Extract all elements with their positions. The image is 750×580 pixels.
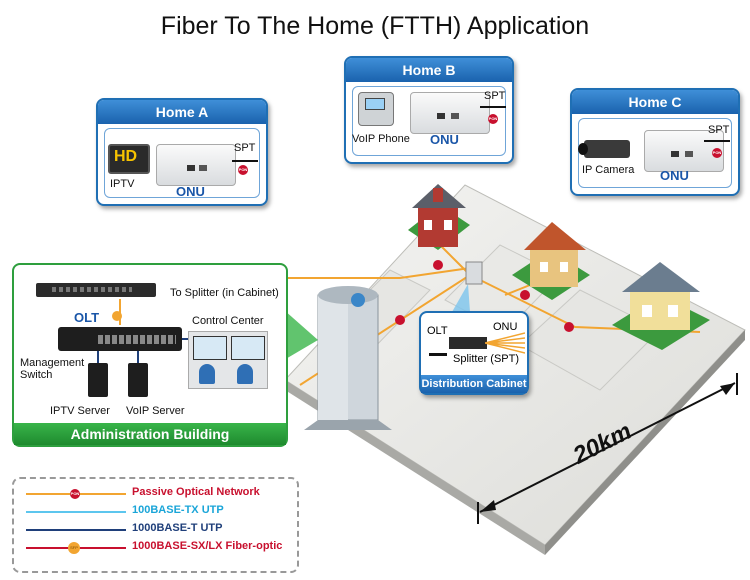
pon-icon: PON <box>238 165 248 175</box>
house-home-a <box>408 184 470 250</box>
zoom-wedge <box>284 310 318 360</box>
onu-label: ONU <box>430 132 459 147</box>
admin-connections <box>97 299 188 363</box>
control-center-label: Control Center <box>192 315 264 327</box>
ground-side-right <box>545 330 745 555</box>
legend-label: 100BASE-TX UTP <box>132 504 224 516</box>
pon-icon: PON <box>488 114 498 124</box>
splitter-label: Splitter (SPT) <box>453 353 520 365</box>
legend-label: 1000BASE-T UTP <box>132 522 223 534</box>
legend-label: Passive Optical Network <box>132 486 260 498</box>
olt-device <box>36 283 156 297</box>
pon-marker <box>395 315 405 325</box>
spt-arrow-icon <box>704 140 730 142</box>
iptv-server-label: IPTV Server <box>50 405 110 417</box>
management-switch-device <box>58 327 182 351</box>
pon-icon: PON <box>70 489 80 499</box>
ip-camera-label: IP Camera <box>582 164 635 176</box>
legend-swatch <box>26 511 126 513</box>
home-a-title: Home A <box>98 100 266 124</box>
voip-phone-label: VoIP Phone <box>352 133 410 145</box>
pon-marker <box>520 290 530 300</box>
control-center-image <box>188 331 268 389</box>
cabinet-on-map <box>465 261 483 285</box>
pon-line-home-b <box>504 284 531 296</box>
home-b-panel: Home B VoIP Phone ONU SPT PON <box>344 56 514 164</box>
sfp-icon: SFP <box>68 542 80 554</box>
onu-label: ONU <box>176 184 205 199</box>
administration-building-panel: OLT To Splitter (in Cabinet) Management … <box>12 263 288 447</box>
cabinet-olt-label: OLT <box>427 325 448 337</box>
home-c-panel: Home C IP Camera ONU SPT PON <box>570 88 740 196</box>
onu-label: ONU <box>660 168 689 183</box>
legend-item-fiber-optic: SFP 1000BASE-SX/LX Fiber-optic <box>14 539 297 556</box>
page-title: Fiber To The Home (FTTH) Application <box>160 12 590 40</box>
spt-label: SPT <box>234 142 256 154</box>
home-b-content <box>352 86 506 156</box>
onu-device <box>410 92 490 134</box>
office-tower <box>304 286 392 430</box>
home-a-panel: Home A HD IPTV ONU SPT PON <box>96 98 268 206</box>
home-a-content <box>104 128 260 198</box>
spt-label: SPT <box>708 124 730 136</box>
administration-building-title: Administration Building <box>14 423 286 445</box>
voip-phone-icon <box>358 92 394 126</box>
arrow-left-icon <box>429 353 447 356</box>
pon-marker <box>564 322 574 332</box>
cabinet-callout <box>452 284 470 312</box>
hd-badge: HD <box>114 148 138 165</box>
house-home-b <box>512 222 590 300</box>
iptv-label: IPTV <box>110 178 135 190</box>
legend-item-1000base-t: 1000BASE-T UTP <box>14 521 297 538</box>
legend-item-pon: PON Passive Optical Network <box>14 485 297 502</box>
iptv-server-device <box>88 363 108 397</box>
pon-icon: PON <box>712 148 722 158</box>
sfp-icon <box>112 311 122 321</box>
house-home-c <box>612 262 710 350</box>
distance-arrow <box>477 373 738 524</box>
spt-arrow-icon <box>480 106 506 108</box>
home-b-title: Home B <box>346 58 512 82</box>
pon-line-home-a <box>439 244 471 276</box>
onu-device <box>644 130 724 172</box>
legend-swatch <box>26 529 126 531</box>
onu-device <box>156 144 236 186</box>
spt-arrow-icon <box>232 160 258 162</box>
ip-camera-icon <box>578 140 630 158</box>
spt-label: SPT <box>484 90 506 102</box>
management-switch-label: Management Switch <box>20 357 85 381</box>
to-splitter-label: To Splitter (in Cabinet) <box>170 287 279 299</box>
distribution-cabinet-title: Distribution Cabinet <box>421 375 527 393</box>
cabinet-onu-label: ONU <box>493 321 518 333</box>
distribution-cabinet-panel: OLT ONU Splitter (SPT) Distribution Cabi… <box>419 311 529 395</box>
legend-item-100base-tx: 100BASE-TX UTP <box>14 503 297 520</box>
voip-server-device <box>128 363 148 397</box>
pon-marker <box>433 260 443 270</box>
olt-label: OLT <box>74 310 100 325</box>
legend-label: 1000BASE-SX/LX Fiber-optic <box>132 540 283 552</box>
legend: PON Passive Optical Network 100BASE-TX U… <box>12 477 299 573</box>
voip-server-label: VoIP Server <box>126 405 185 417</box>
splitter-fibers <box>485 332 525 354</box>
iptv-icon: HD <box>108 144 150 174</box>
home-c-title: Home C <box>572 90 738 114</box>
splitter-device <box>449 337 487 349</box>
